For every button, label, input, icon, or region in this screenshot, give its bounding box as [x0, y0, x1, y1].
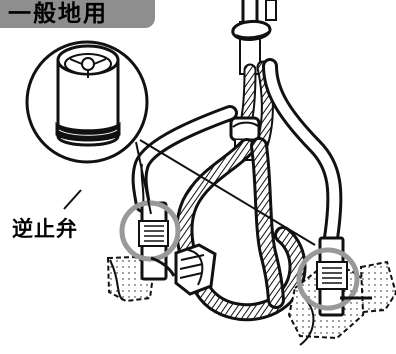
center-fitting-body: [174, 243, 217, 296]
left-supply-pipe: [131, 105, 238, 213]
check-valve-label: 逆止弁: [12, 217, 78, 241]
left-valve-nut: [138, 220, 169, 247]
center-fitting-face: [187, 249, 204, 286]
diagram-title: 一般地用: [8, 1, 108, 27]
right-check-valve-ring: [296, 247, 360, 311]
right-supply-pipe: [262, 58, 343, 246]
short-pipe: [265, 0, 277, 21]
tee-ring: [232, 121, 261, 129]
left-valve-thread: [144, 225, 164, 242]
center-fitting: [174, 243, 217, 296]
tee-block: [229, 116, 261, 142]
callout-connector-left: [135, 141, 152, 215]
callout-pointer: [63, 189, 82, 210]
left-wall-edge: [109, 259, 124, 301]
center-fitting-stripes: [179, 254, 205, 279]
right-side-flange: [359, 260, 396, 314]
title-tab: 一般地用: [0, 0, 155, 28]
left-pipe-fill: [134, 108, 235, 210]
detail-callout: [25, 40, 316, 246]
left-pipe-stub: [150, 256, 176, 277]
right-valve-assembly: [287, 236, 396, 346]
left-valve-assembly: [106, 200, 181, 303]
callout-connector-right: [139, 139, 316, 246]
right-pipe-fill: [265, 61, 340, 243]
left-check-valve-ring: [119, 200, 181, 262]
right-valve-nut: [316, 261, 348, 290]
faucet-clamp-ring: [235, 30, 271, 39]
right-valve-thread: [322, 267, 342, 284]
check-valve-detail-icon: [55, 44, 121, 147]
